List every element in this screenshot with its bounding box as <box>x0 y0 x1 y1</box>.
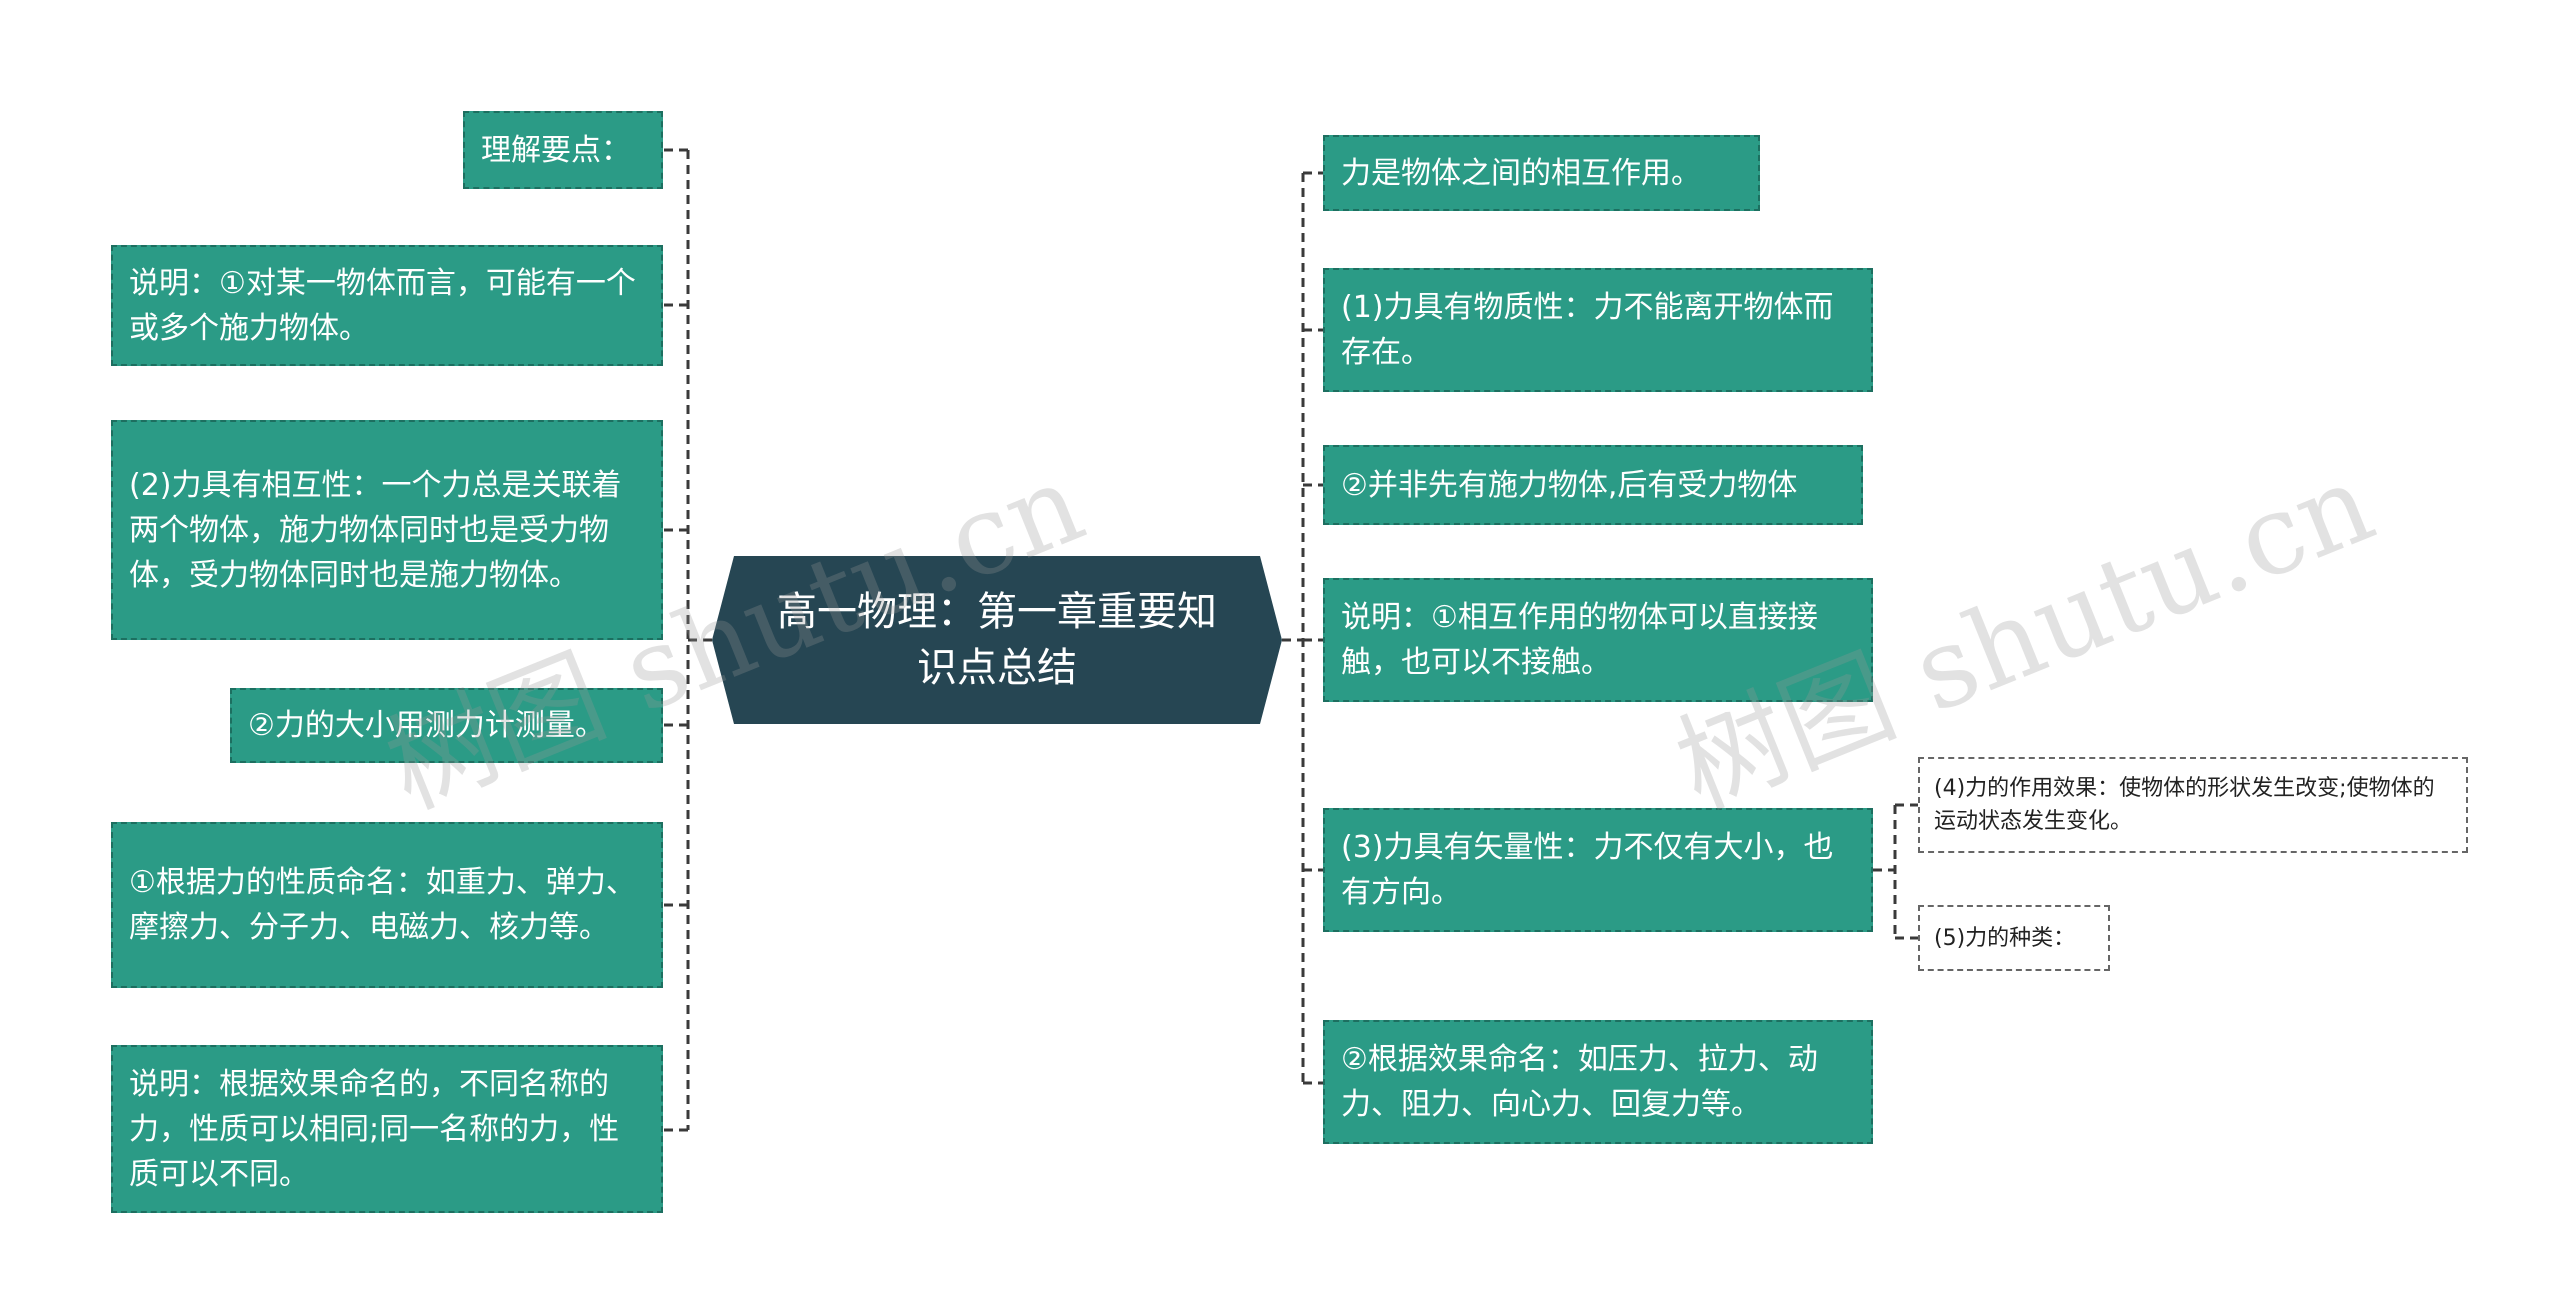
right-node-materiality[interactable]: (1)力具有物质性：力不能离开物体而存在。 <box>1323 268 1873 392</box>
left-node-naming-by-nature[interactable]: ①根据力的性质命名：如重力、弹力、摩擦力、分子力、电磁力、核力等。 <box>111 822 663 988</box>
right-node-definition[interactable]: 力是物体之间的相互作用。 <box>1323 135 1760 211</box>
sub-node-force-effects[interactable]: (4)力的作用效果：使物体的形状发生改变;使物体的运动状态发生变化。 <box>1918 757 2468 853</box>
right-node-naming-by-effect[interactable]: ②根据效果命名：如压力、拉力、动力、阻力、向心力、回复力等。 <box>1323 1020 1873 1144</box>
right-node-no-order[interactable]: ②并非先有施力物体,后有受力物体 <box>1323 445 1863 525</box>
sub-node-force-types[interactable]: (5)力的种类： <box>1918 905 2110 971</box>
connectors <box>663 148 1918 1132</box>
left-node-multiple-forces-note[interactable]: 说明：①对某一物体而言，可能有一个或多个施力物体。 <box>111 245 663 366</box>
left-node-naming-effect-note[interactable]: 说明：根据效果命名的，不同名称的力，性质可以相同;同一名称的力，性质可以不同。 <box>111 1045 663 1213</box>
left-node-interaction[interactable]: (2)力具有相互性：一个力总是关联着两个物体，施力物体同时也是受力物体，受力物体… <box>111 420 663 640</box>
center-node[interactable]: 高一物理：第一章重要知识点总结 <box>777 589 1217 691</box>
left-node-understanding-points[interactable]: 理解要点： <box>463 111 663 189</box>
left-node-measurement[interactable]: ②力的大小用测力计测量。 <box>230 688 663 763</box>
right-node-contact-note[interactable]: 说明：①相互作用的物体可以直接接触，也可以不接触。 <box>1323 578 1873 702</box>
center-node-shape <box>712 556 1282 724</box>
right-node-vector[interactable]: (3)力具有矢量性：力不仅有大小，也有方向。 <box>1323 808 1873 932</box>
